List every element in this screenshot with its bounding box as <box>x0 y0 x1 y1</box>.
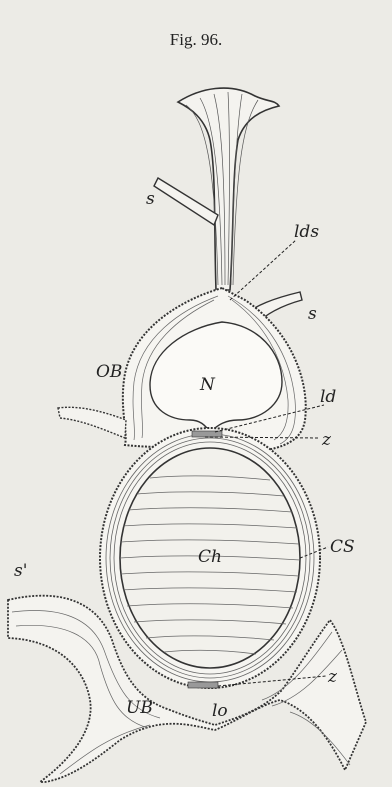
label-ob: OB <box>96 362 122 382</box>
label-cs: CS <box>330 537 355 557</box>
label-s-prime: s' <box>14 561 27 581</box>
zone-mark-bottom <box>188 682 218 688</box>
label-ld: ld <box>320 387 336 407</box>
label-s-top: s <box>146 189 155 209</box>
label-lds: lds <box>294 222 319 242</box>
label-ch: Ch <box>198 547 222 567</box>
label-z-top: z <box>321 430 332 450</box>
zone-mark-top <box>192 431 222 437</box>
label-n: N <box>199 375 216 395</box>
label-lo: lo <box>212 701 228 721</box>
label-s-right: s <box>308 304 317 324</box>
spur-top-left <box>154 178 218 225</box>
label-ub: UB <box>126 698 153 718</box>
label-z-bottom: z <box>327 667 338 687</box>
spur-left <box>58 407 126 438</box>
